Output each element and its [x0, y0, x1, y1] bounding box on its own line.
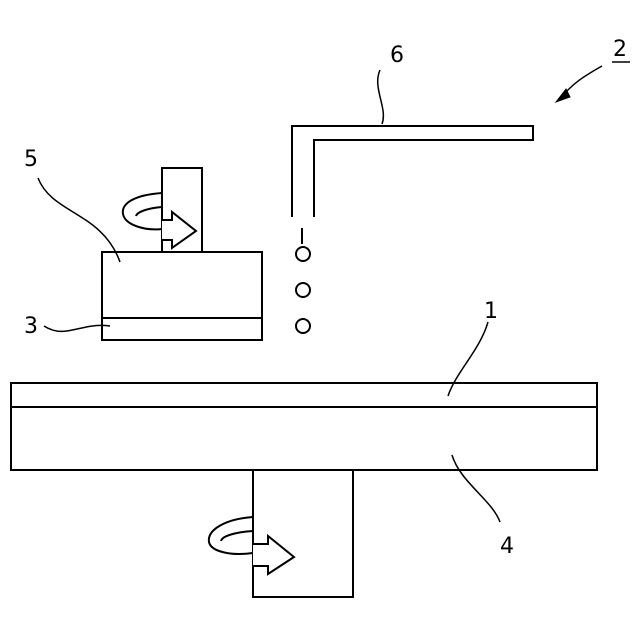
table-shaft	[253, 452, 353, 597]
rotating-table	[11, 383, 597, 470]
leader-5	[38, 178, 120, 262]
leader-6	[378, 70, 384, 124]
label-head: 5	[24, 147, 38, 172]
label-apparatus: 2	[613, 37, 627, 62]
drop-icon	[296, 283, 310, 297]
table-assembly	[11, 383, 597, 597]
head-assembly	[102, 168, 262, 340]
leader-3	[44, 325, 110, 331]
label-pad: 3	[24, 314, 38, 339]
drop-icon	[296, 319, 310, 333]
drop-icon	[296, 247, 310, 261]
head-shaft	[162, 168, 202, 263]
label-table: 4	[500, 534, 514, 559]
label-nozzle: 6	[390, 43, 404, 68]
label-wafer: 1	[484, 299, 498, 324]
polishing-head	[102, 252, 262, 340]
nozzle-pipe	[292, 126, 533, 217]
